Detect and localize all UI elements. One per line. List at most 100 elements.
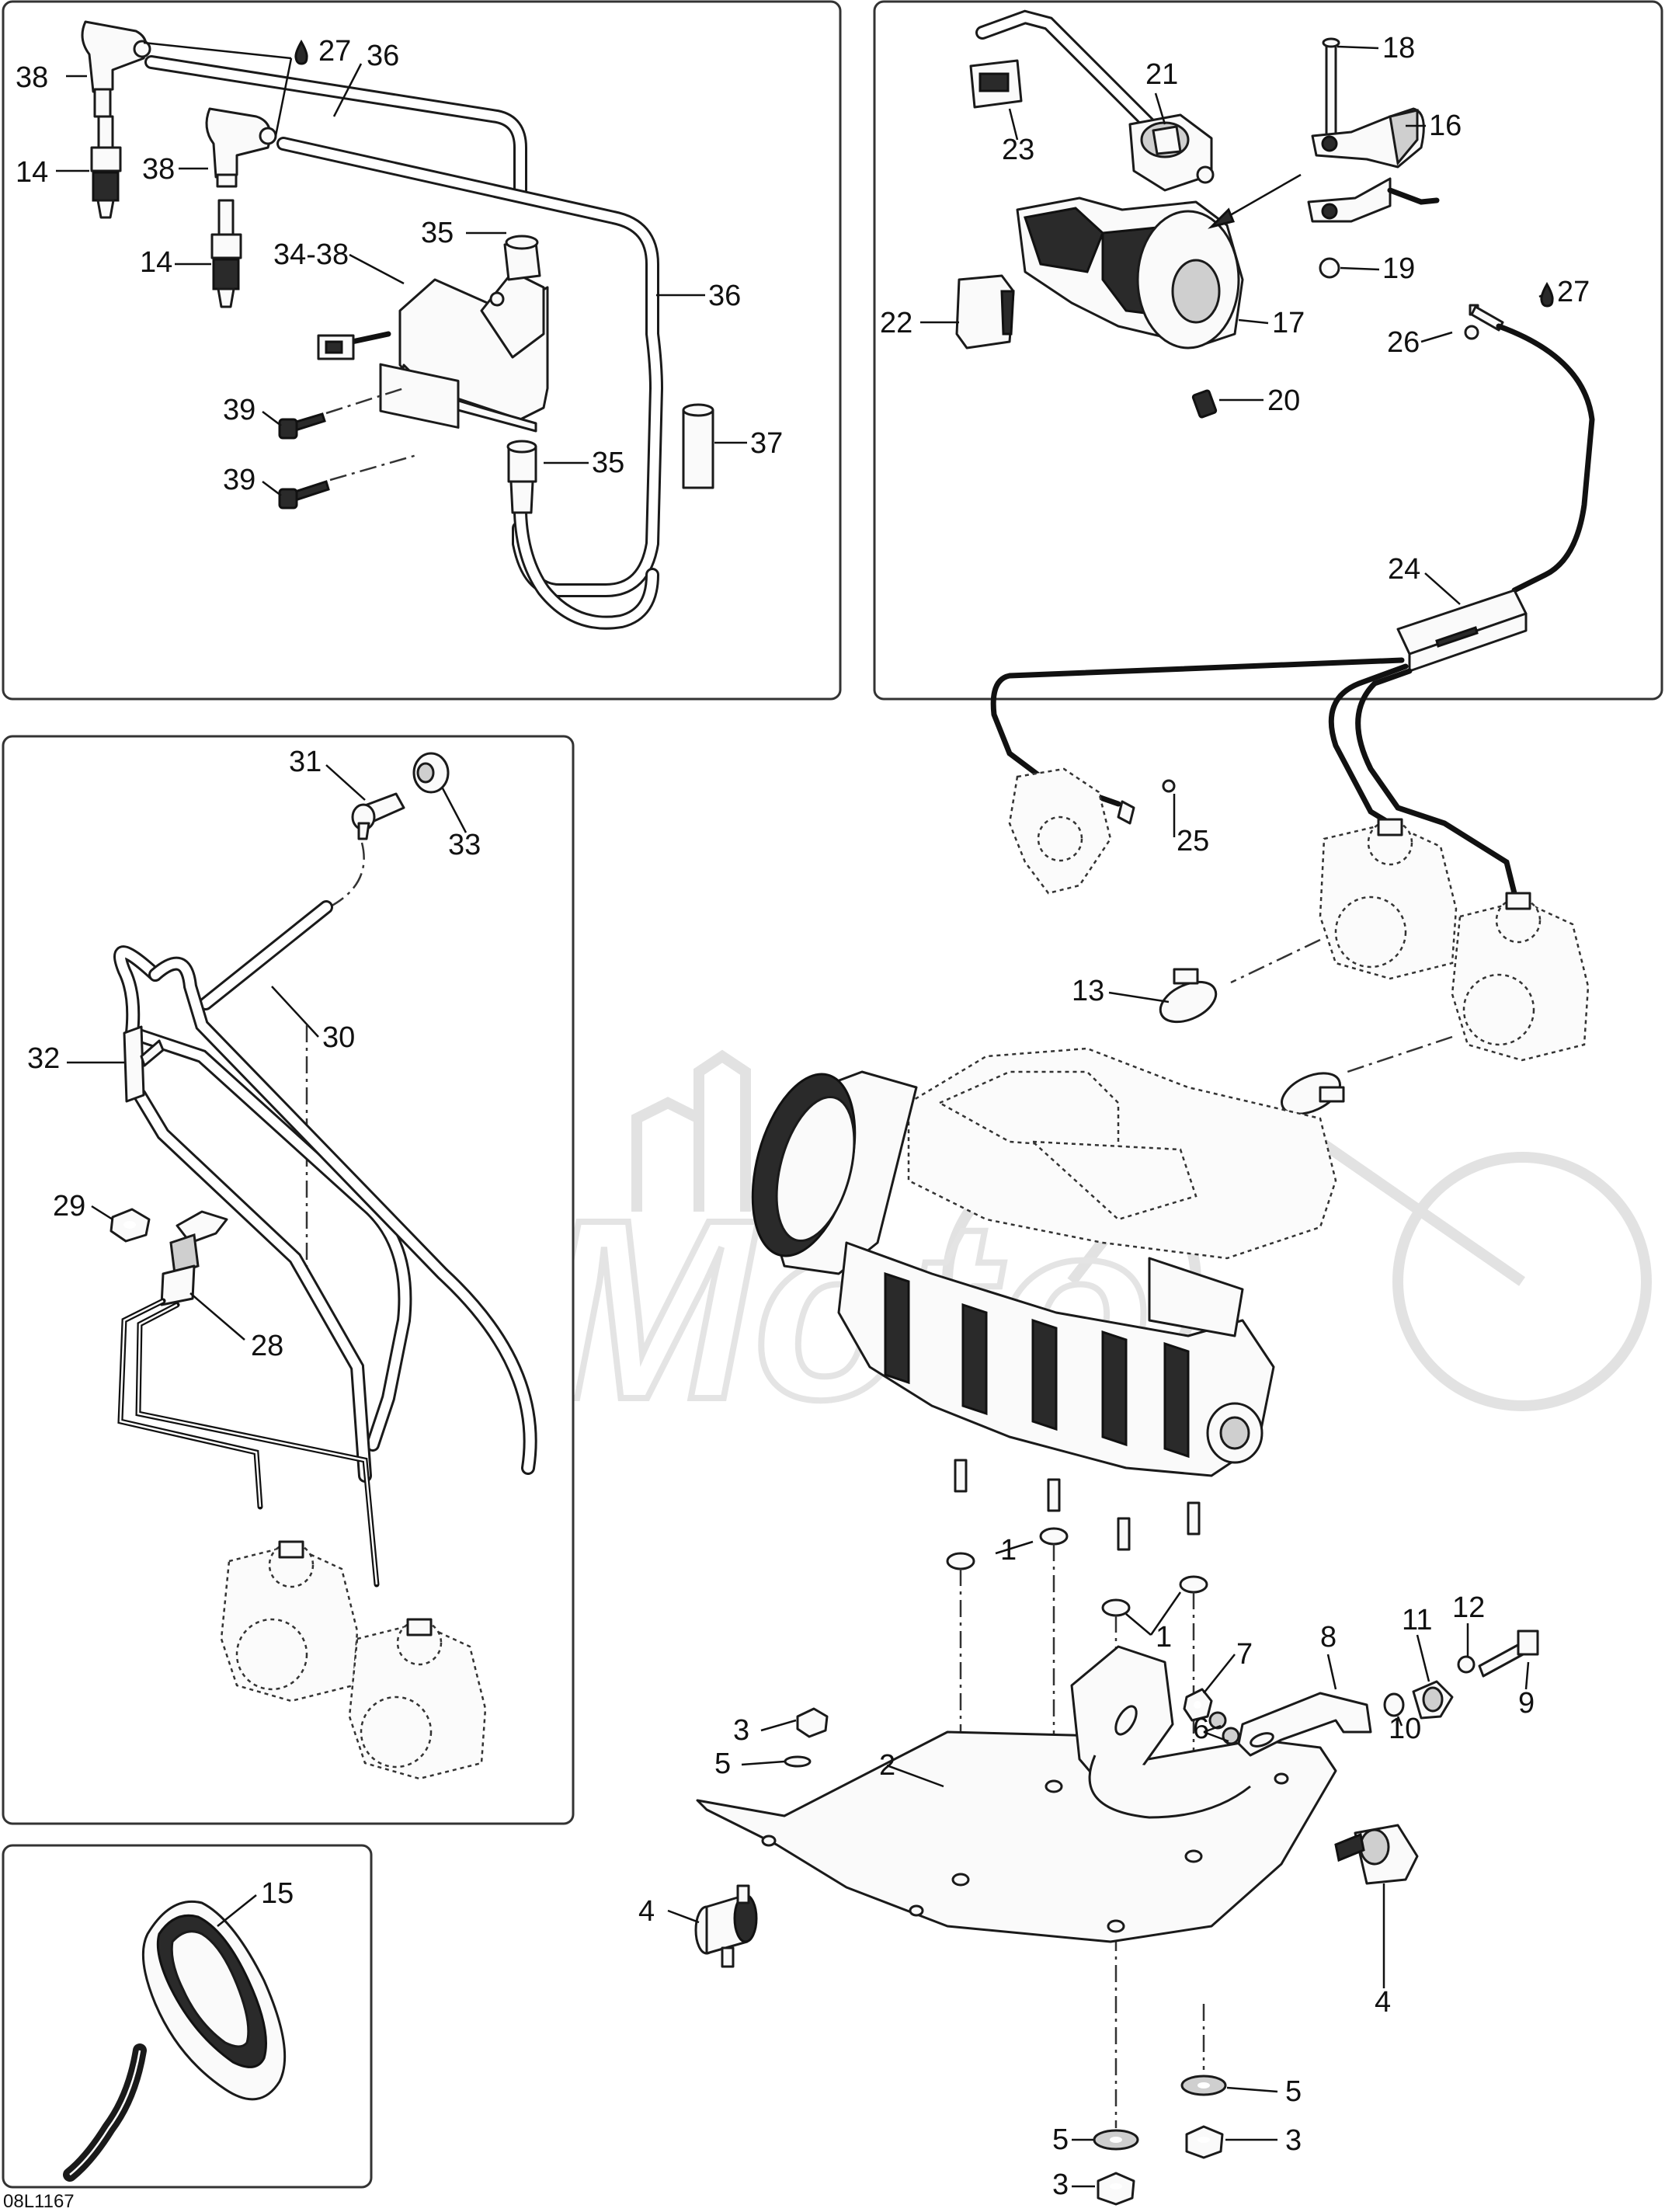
tee-fitting xyxy=(123,1025,165,1103)
callout-c39b: 39 xyxy=(223,464,255,496)
callout-c3b: 3 xyxy=(1285,2124,1302,2157)
callout-c16: 16 xyxy=(1429,110,1462,142)
callout-c27b: 27 xyxy=(1557,276,1590,308)
callout-c35b: 35 xyxy=(592,447,624,479)
throttle-switch xyxy=(1128,113,1215,192)
mount-nut xyxy=(796,1707,829,1738)
callout-c22: 22 xyxy=(880,307,912,339)
callout-c25: 25 xyxy=(1177,825,1209,857)
fuel-line-panel xyxy=(67,752,537,1780)
carburetor-right-front xyxy=(1319,818,1458,980)
callout-c36a: 36 xyxy=(367,40,399,72)
callout-c39a: 39 xyxy=(223,394,255,426)
spacer xyxy=(1383,1692,1405,1717)
callout-c8: 8 xyxy=(1320,1621,1337,1654)
mount-nut-lower xyxy=(1185,2125,1224,2159)
mount-washer-lower xyxy=(1180,2075,1227,2096)
callout-c14a: 14 xyxy=(16,156,48,189)
cable-junction-block xyxy=(1396,589,1528,673)
carburetor-left-rear xyxy=(348,1618,487,1780)
callout-c7: 7 xyxy=(1236,1638,1253,1671)
callout-c38a: 38 xyxy=(16,61,48,94)
cable-sleeve xyxy=(682,403,714,489)
callout-c3c: 3 xyxy=(1052,2169,1069,2201)
callout-c30: 30 xyxy=(322,1021,355,1054)
circlip xyxy=(1319,257,1340,279)
grommet xyxy=(412,752,450,794)
callout-c4a: 4 xyxy=(638,1895,655,1928)
coil-screw xyxy=(278,412,326,440)
drawing-code: 08L1167 xyxy=(3,2191,75,2212)
assembly-arrowhead xyxy=(1208,207,1236,229)
callout-c5c: 5 xyxy=(1052,2123,1069,2156)
callout-c36b: 36 xyxy=(708,280,741,312)
flange-nut xyxy=(1183,1688,1213,1722)
callout-c26: 26 xyxy=(1387,326,1420,359)
callout-c32: 32 xyxy=(27,1042,60,1075)
callout-c18: 18 xyxy=(1382,32,1415,64)
rubber-mount-left xyxy=(694,1884,758,1968)
throttle-panel xyxy=(920,9,1595,673)
callout-c20: 20 xyxy=(1267,384,1300,417)
fuel-line-panel-frame xyxy=(2,735,575,1825)
callout-c27a: 27 xyxy=(318,35,351,68)
carburetor-left-front xyxy=(220,1540,359,1702)
exhaust-bracket xyxy=(1237,1692,1372,1757)
oil-drop-icon xyxy=(294,39,308,65)
spark-plug xyxy=(90,115,122,219)
engine-rubber-mount xyxy=(946,1527,1208,1617)
screw-axis xyxy=(325,387,405,415)
oil-drop-icon-second xyxy=(1540,281,1554,308)
throttle-cable-end xyxy=(1464,304,1504,340)
throttle-cables-to-carbs xyxy=(990,657,1517,896)
throttle-handle xyxy=(1016,197,1244,350)
ignition-coil xyxy=(317,235,549,514)
callout-c35a: 35 xyxy=(421,217,454,249)
callout-c29: 29 xyxy=(53,1190,85,1223)
screw-axis-second xyxy=(329,453,420,482)
mount-washer-bottom xyxy=(1093,2129,1139,2151)
engine-support-plate xyxy=(696,1645,1337,1943)
lever-pin xyxy=(1322,37,1340,141)
callout-c19: 19 xyxy=(1382,252,1415,285)
callout-c38b: 38 xyxy=(142,153,175,186)
harness-connector xyxy=(969,59,1023,109)
callout-c23: 23 xyxy=(1002,134,1034,166)
callout-c37: 37 xyxy=(750,427,783,460)
spark-plug-cap-second xyxy=(205,107,277,188)
spark-plug-cap xyxy=(81,20,151,118)
elbow-fitting xyxy=(351,792,405,840)
mount-washer xyxy=(784,1755,812,1768)
callout-c15: 15 xyxy=(261,1877,294,1910)
carburetor-right-rear xyxy=(1451,892,1590,1062)
callout-c1a: 1 xyxy=(1000,1534,1017,1567)
callout-c21: 21 xyxy=(1145,58,1178,91)
callout-c11: 11 xyxy=(1402,1604,1432,1636)
washer xyxy=(1457,1655,1476,1674)
callout-c10: 10 xyxy=(1389,1713,1421,1745)
callout-c13: 13 xyxy=(1072,975,1104,1007)
callout-c1b: 1 xyxy=(1156,1621,1172,1654)
hose-clamp-second xyxy=(1281,1072,1345,1115)
rubber-mount-right xyxy=(1334,1824,1419,1885)
rubber-bushing xyxy=(1412,1680,1454,1720)
callout-c12: 12 xyxy=(1452,1591,1485,1624)
callout-c2: 2 xyxy=(879,1749,895,1782)
inset-panel xyxy=(63,1894,287,2182)
callout-c9: 9 xyxy=(1518,1687,1535,1720)
callout-c4b: 4 xyxy=(1375,1986,1391,2019)
set-screw xyxy=(1191,389,1218,419)
callout-c24: 24 xyxy=(1388,553,1420,586)
spark-plug-second xyxy=(210,199,242,308)
coil-screw-second xyxy=(278,480,330,510)
callout-c3438: 34-38 xyxy=(273,238,349,271)
callout-c31: 31 xyxy=(289,746,322,778)
callout-c14b: 14 xyxy=(140,246,172,279)
hose-clamp xyxy=(1159,968,1218,1024)
engine-assembly xyxy=(751,1047,1337,1551)
callout-c33: 33 xyxy=(448,829,481,861)
callout-c6: 6 xyxy=(1193,1713,1209,1745)
mount-nut-bottom xyxy=(1097,2172,1135,2206)
